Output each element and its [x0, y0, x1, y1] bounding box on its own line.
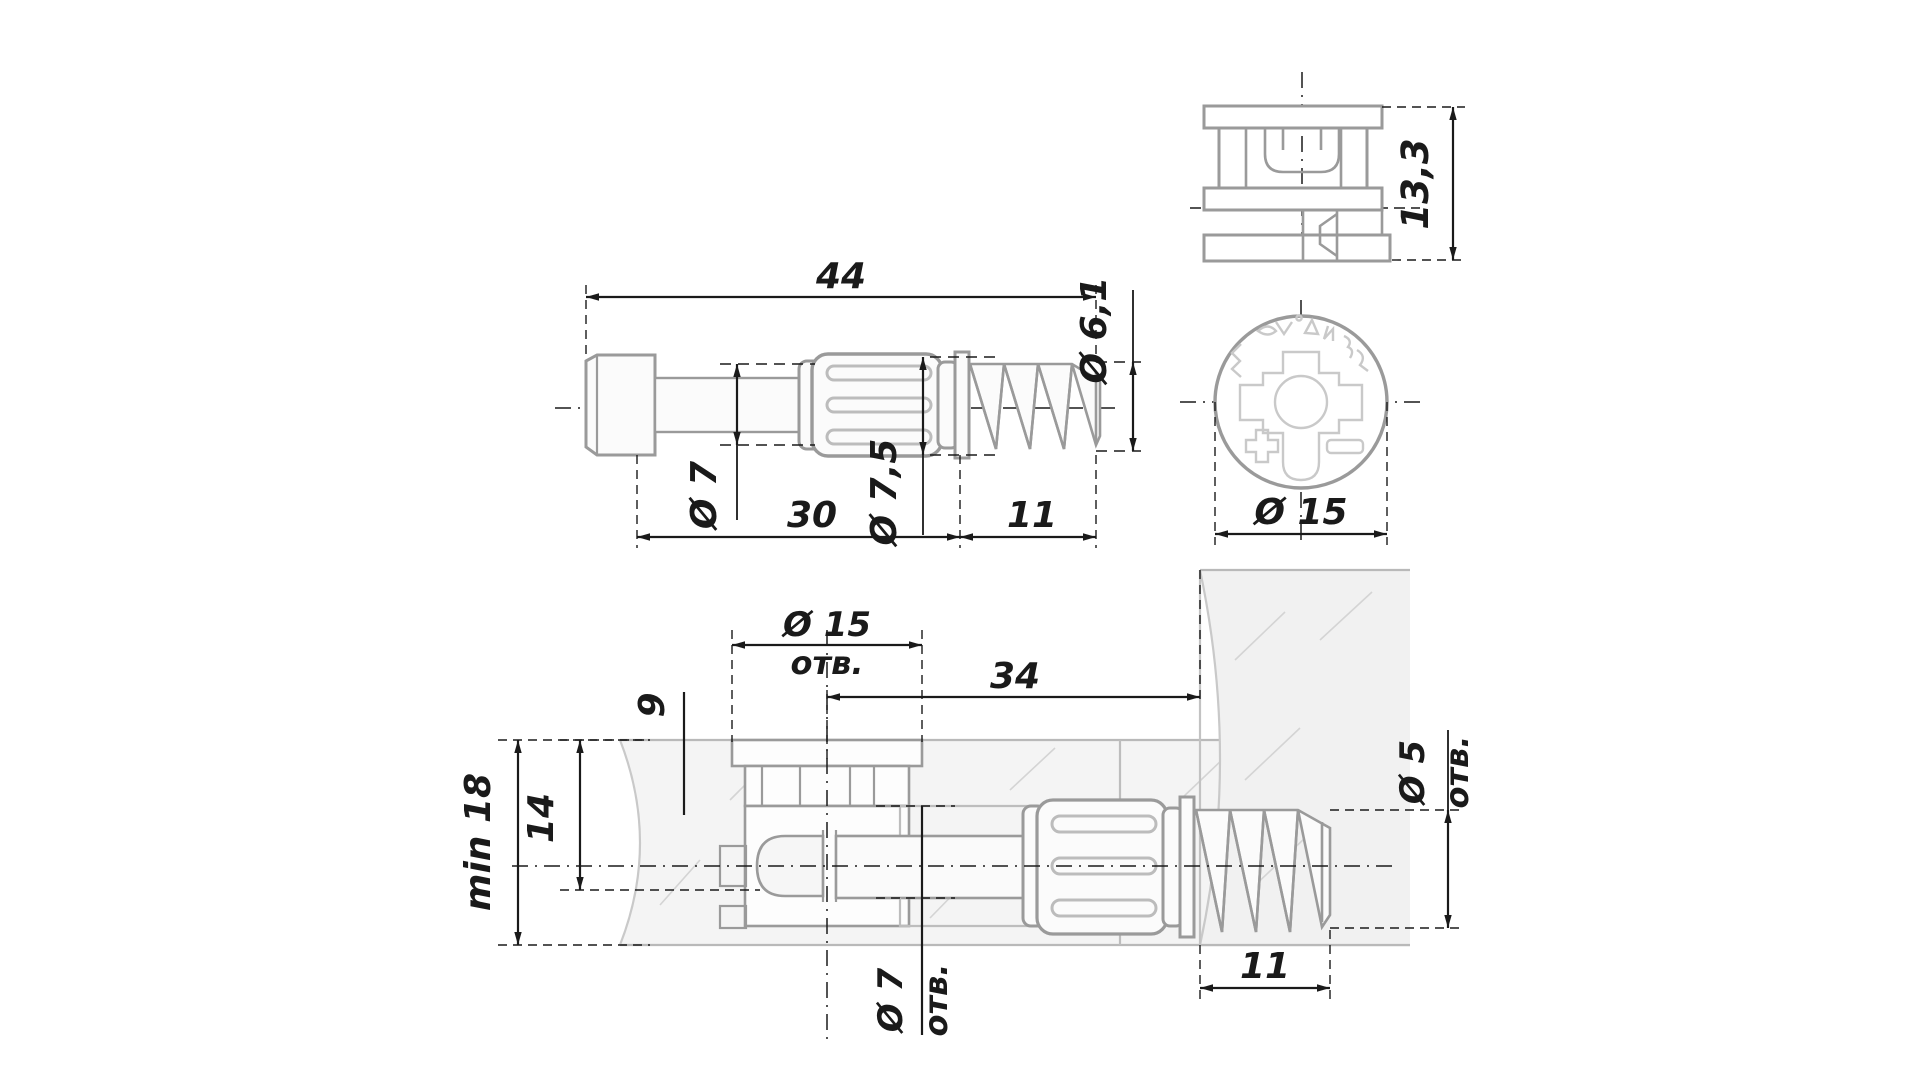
dim-label-bolt-30: 30 — [787, 495, 837, 536]
dim-distance-34: 34 — [826, 570, 1201, 760]
dim-hole-7: Ø 7 отв. — [871, 805, 955, 1037]
dim-label-bolt-total-length: 44 — [815, 256, 866, 297]
dim-label-hole-7-sub: отв. — [917, 964, 955, 1037]
cam-side-internal-detail — [1244, 128, 1384, 261]
dim-label-cam-diameter: Ø 15 — [1252, 492, 1347, 533]
dim-bolt-30: 30 — [636, 455, 960, 548]
dim-bolt-11: 11 — [959, 455, 1097, 548]
cam-face-brand-arc — [1230, 314, 1369, 378]
dim-bolt-rib-diameter: Ø 7,5 — [864, 356, 1000, 548]
view-cam-face: BOYARD Ø 15 — [1180, 300, 1425, 545]
dim-label-bolt-rib-diameter: Ø 7,5 — [864, 439, 905, 548]
dim-label-hole-15-sub: отв. — [791, 644, 864, 682]
dim-bolt-total-length: 44 — [585, 256, 1097, 362]
cam-face-cross-recess — [1238, 350, 1364, 482]
dim-hole-15: Ø 15 отв. — [731, 605, 923, 742]
dim-label-bolt-11: 11 — [1007, 495, 1057, 536]
assembly-cam-housing — [718, 738, 924, 930]
assembly-bolt-wood-thread — [1194, 808, 1332, 933]
dim-cam-diameter: Ø 15 — [1214, 402, 1388, 545]
dim-label-edge-distance-9: 9 — [632, 692, 673, 717]
assembly-cam-slot — [755, 834, 825, 898]
bolt-shank — [653, 376, 807, 434]
dim-hole-5: Ø 5 отв. — [1330, 730, 1476, 929]
view-assembly: min 18 14 9 Ø 15 отв. 34 — [458, 568, 1476, 1040]
dim-label-thread-depth-11: 11 — [1240, 946, 1290, 987]
dim-label-bolt-shank-diameter: Ø 7 — [684, 461, 725, 531]
dim-label-cam-height: 13,3 — [1394, 138, 1437, 229]
bolt-wood-thread — [968, 362, 1102, 450]
assembly-vertical-panel — [1198, 568, 1410, 947]
dim-cam-height: 13,3 — [1382, 106, 1465, 261]
cam-face-minus-mark — [1325, 438, 1365, 455]
dim-label-cam-depth: 14 — [521, 793, 562, 843]
dim-label-hole-7: Ø 7 — [871, 967, 911, 1034]
cam-side-body — [1202, 104, 1392, 263]
dim-label-distance-34: 34 — [990, 656, 1040, 697]
view-cam-side: 13,3 — [1190, 72, 1465, 263]
bolt-ribbed-body — [797, 350, 971, 460]
dim-bolt-shank-diameter: Ø 7 — [684, 363, 815, 531]
assembly-bolt — [512, 740, 1395, 945]
view-bolt-elevation: 44 Ø 7 Ø 7,5 Ø 6,1 — [555, 256, 1141, 548]
dim-bolt-thread-diameter: Ø 6,1 — [1074, 277, 1141, 452]
dim-label-bolt-thread-diameter: Ø 6,1 — [1074, 277, 1115, 386]
dim-label-hole-15: Ø 15 — [781, 605, 871, 645]
dim-label-hole-5: Ø 5 — [1393, 740, 1433, 806]
dim-label-hole-5-sub: отв. — [1438, 736, 1476, 809]
dim-thread-depth-11: 11 — [1199, 930, 1331, 1000]
dim-edge-distance-9: 9 — [632, 692, 686, 815]
dim-cam-depth: 14 — [521, 739, 760, 891]
dim-label-panel-min-thickness: min 18 — [458, 773, 499, 911]
cam-face-plus-mark — [1244, 428, 1280, 464]
bolt-head — [584, 353, 657, 457]
